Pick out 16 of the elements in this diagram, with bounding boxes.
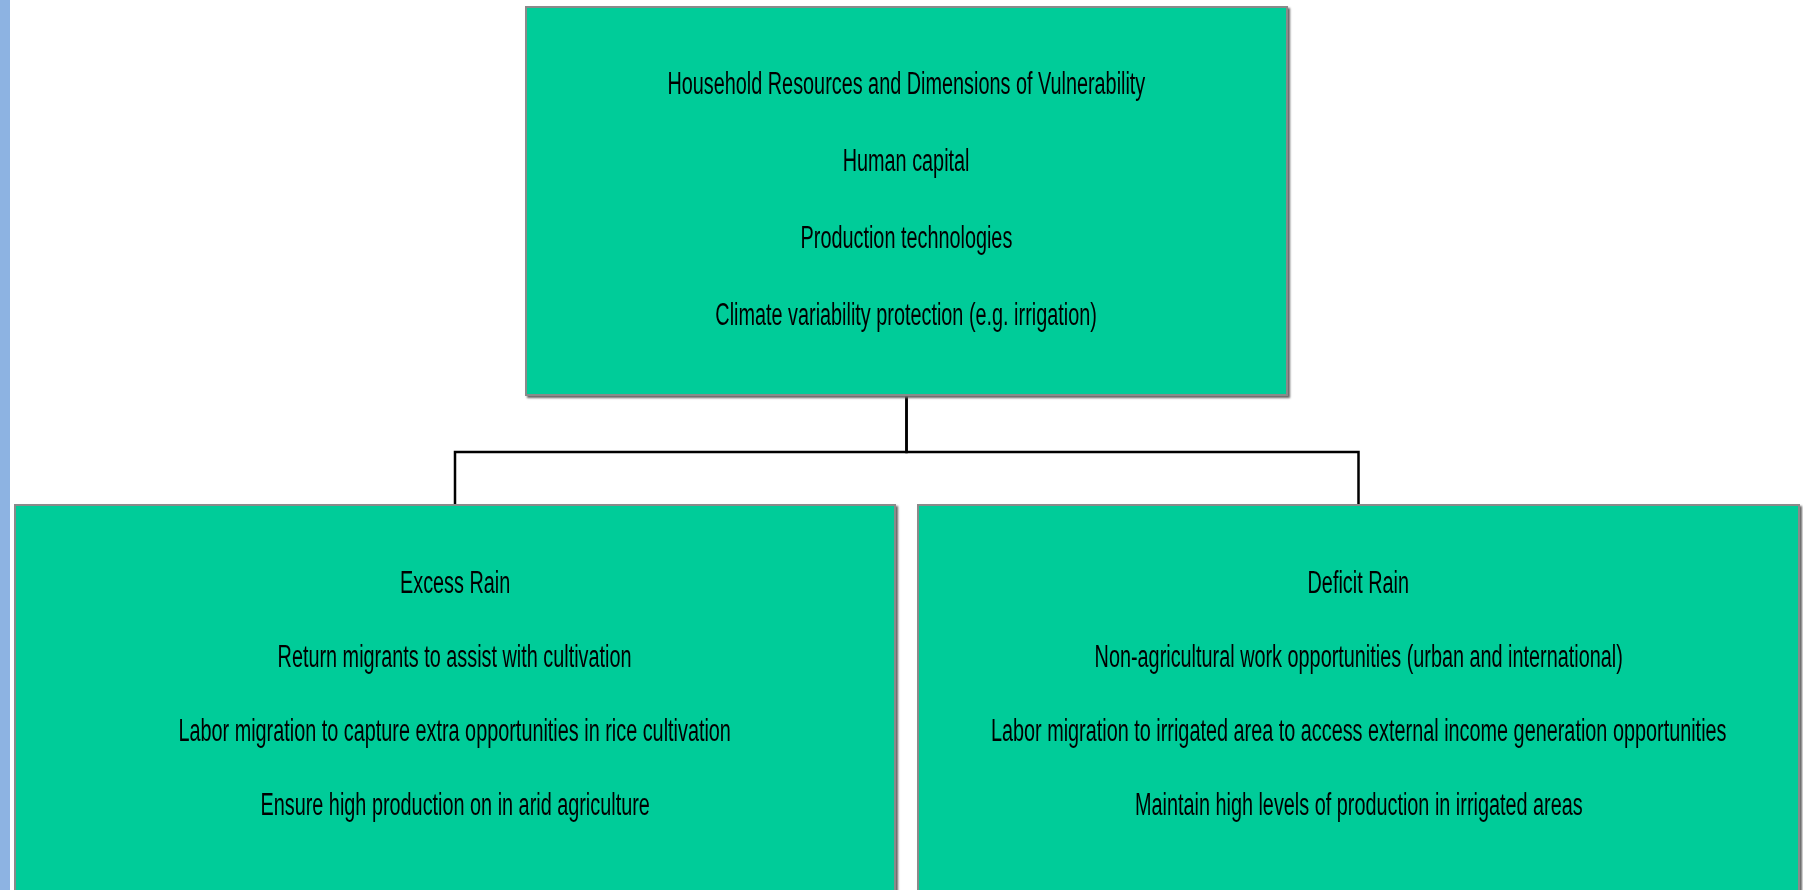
box-heading: Excess Rain bbox=[399, 565, 511, 601]
box-text: Return migrants to assist with cultivation bbox=[278, 639, 632, 675]
text-box bbox=[14, 504, 896, 890]
connector-line bbox=[905, 396, 1360, 504]
text-box bbox=[525, 6, 1288, 396]
box-text: Labor migration to irrigated area to access external income generation opportunities bbox=[990, 713, 1727, 749]
box-heading: Deficit Rain bbox=[1307, 565, 1410, 601]
box-heading: Household Resources and Dimensions of Vulnerability bbox=[667, 67, 1146, 102]
box-text: Non-agricultural work opportunities (urban and international) bbox=[1094, 639, 1623, 675]
text-box bbox=[917, 504, 1800, 890]
box-text: Maintain high levels of production in irrigated areas bbox=[1134, 787, 1583, 823]
box-text: Labor migration to capture extra opportunities in rice cultivation bbox=[178, 713, 732, 749]
box-text: Ensure high production on in arid agriculture bbox=[260, 787, 650, 823]
box-text: Climate variability protection (e.g. irrigation) bbox=[715, 298, 1098, 333]
box-text: Human capital bbox=[843, 144, 970, 179]
box-text: Production technologies bbox=[800, 221, 1013, 256]
